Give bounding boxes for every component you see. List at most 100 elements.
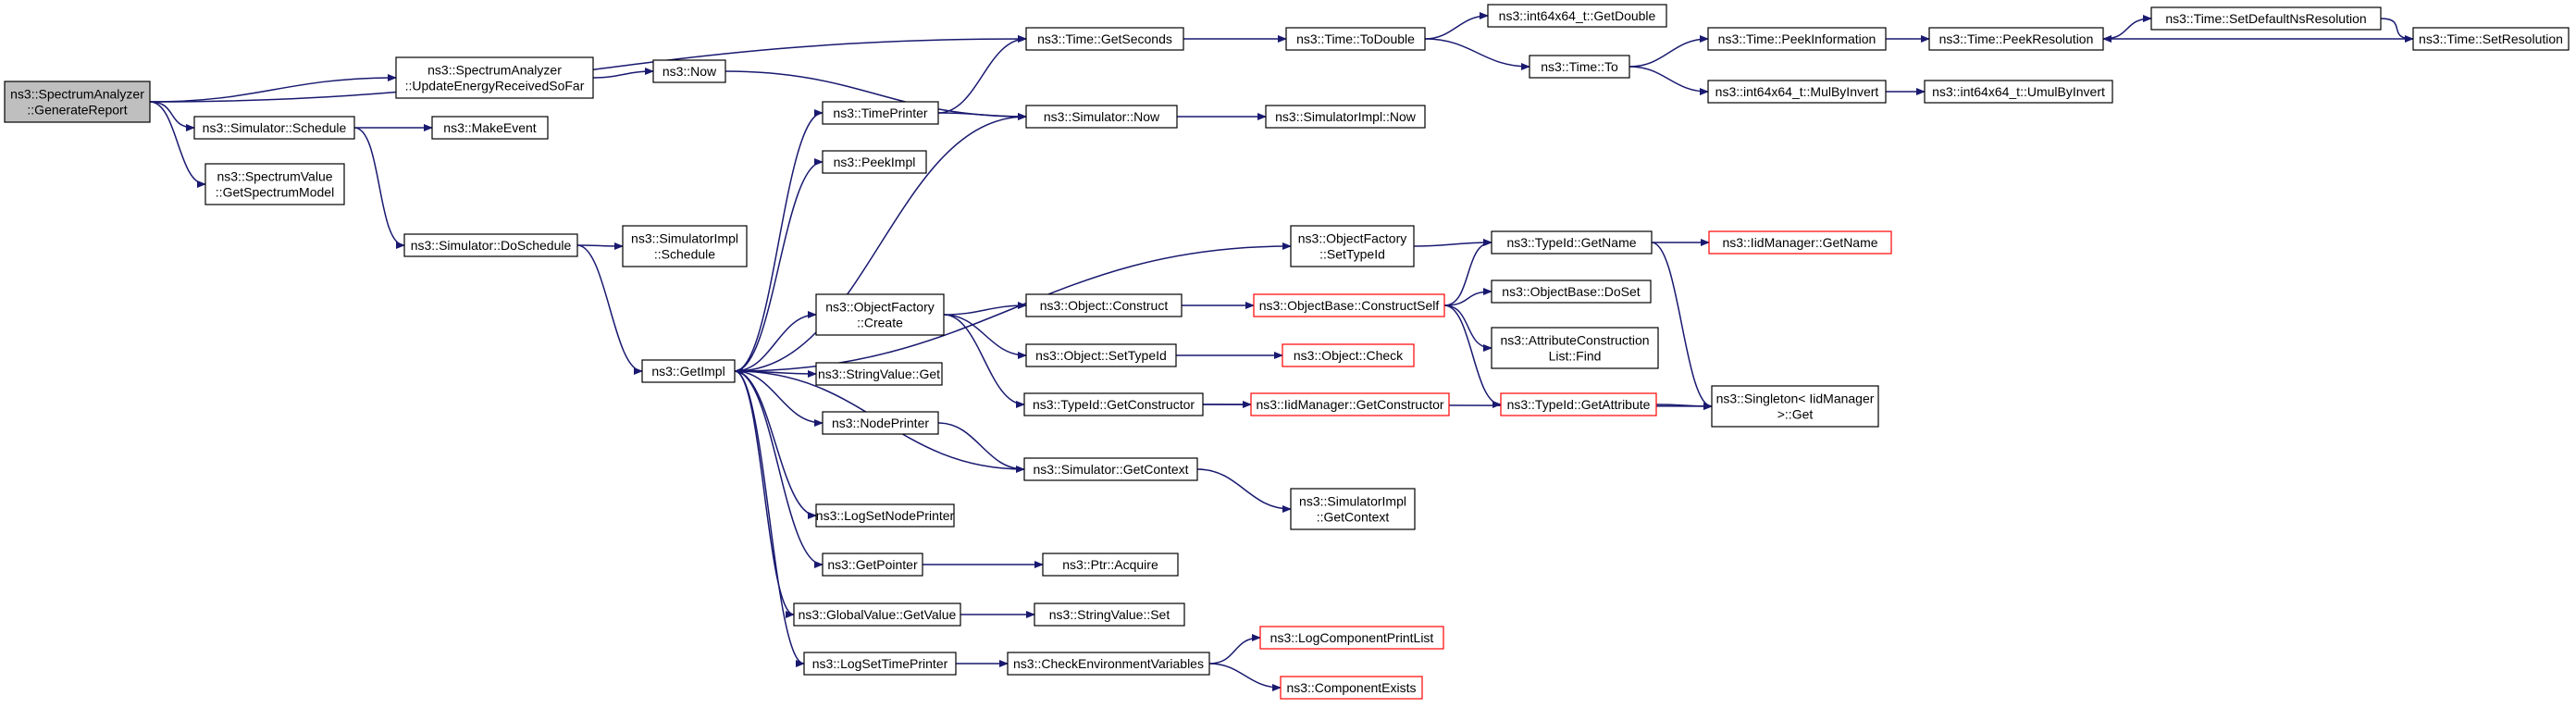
edge-to-to-mulByInvert (1629, 66, 1709, 95)
node-simImplNow[interactable]: ns3::SimulatorImpl::Now (1265, 105, 1426, 129)
node-setDefRes[interactable]: ns3::Time::SetDefaultNsResolution (2150, 6, 2382, 31)
node-peekRes[interactable]: ns3::Time::PeekResolution (1928, 27, 2104, 51)
node-root[interactable]: ns3::SpectrumAnalyzer::GenerateReport (4, 81, 151, 123)
node-objConstruct[interactable]: ns3::Object::Construct (1025, 293, 1183, 317)
node-label: ns3::GetPointer (827, 557, 918, 572)
node-ofCreate[interactable]: ns3::ObjectFactory::Create (815, 293, 945, 336)
node-label: ns3::Time::GetSeconds (1037, 31, 1172, 46)
node-now[interactable]: ns3::Now (652, 59, 726, 83)
edge-ofCreate-to-objSetTypeId (943, 314, 1027, 359)
edge-constructSelf-to-doSet (1443, 288, 1492, 306)
node-umulByInvert[interactable]: ns3::int64x64_t::UmulByInvert (1924, 80, 2113, 104)
node-label: ns3::IidManager::GetName (1722, 235, 1877, 250)
nodes-layer: ns3::SpectrumAnalyzer::GenerateReportns3… (4, 4, 2570, 700)
node-simNow[interactable]: ns3::Simulator::Now (1025, 105, 1178, 129)
node-box (1034, 602, 1185, 627)
edge-getContext-to-simImplGetContext (1196, 468, 1292, 513)
edge-getImpl-to-nodePrinter (734, 370, 824, 427)
node-label: ns3::Now (663, 64, 717, 79)
node-iidGetConstructor[interactable]: ns3::IidManager::GetConstructor (1250, 392, 1450, 416)
node-simImplSchedule[interactable]: ns3::SimulatorImpl::Schedule (622, 225, 748, 267)
edge-timePrinter-to-getSeconds (937, 35, 1027, 114)
node-label: ns3::Simulator::GetContext (1033, 462, 1188, 477)
node-stringGet[interactable]: ns3::StringValue::Get (815, 362, 943, 386)
node-box (2150, 6, 2382, 31)
node-label: ns3::StringValue::Set (1049, 607, 1170, 622)
node-box (4, 81, 151, 123)
node-box (815, 503, 955, 528)
node-checkEnv[interactable]: ns3::CheckEnvironmentVariables (1007, 652, 1210, 676)
edge-checkEnv-to-logCompPrint (1208, 634, 1261, 665)
node-updEnergy[interactable]: ns3::SpectrumAnalyzer::UpdateEnergyRecei… (395, 56, 594, 99)
node-simImplGetContext[interactable]: ns3::SimulatorImpl::GetContext (1290, 488, 1416, 530)
node-getImpl[interactable]: ns3::GetImpl (641, 359, 736, 383)
edge-simNow-to-getImpl (734, 116, 1027, 375)
node-timePrinter[interactable]: ns3::TimePrinter (822, 101, 939, 125)
node-objCheck[interactable]: ns3::Object::Check (1282, 343, 1415, 367)
edge-peekRes-to-setDefRes (2102, 15, 2152, 40)
node-logCompPrint[interactable]: ns3::LogComponentPrintList (1259, 626, 1444, 650)
node-box (1282, 343, 1415, 367)
node-label: ::GenerateReport (27, 103, 127, 118)
node-logSetTimePrinter[interactable]: ns3::LogSetTimePrinter (803, 652, 957, 676)
edge-checkEnv-to-compExists (1208, 663, 1282, 691)
node-box (193, 116, 355, 140)
node-iidGetName[interactable]: ns3::IidManager::GetName (1708, 230, 1892, 255)
node-schedule[interactable]: ns3::Simulator::Schedule (193, 116, 355, 140)
node-label: ns3::TimePrinter (833, 106, 928, 120)
node-getSeconds[interactable]: ns3::Time::GetSeconds (1025, 27, 1184, 51)
edge-toDouble-to-getDouble (1424, 12, 1489, 40)
node-makeEvent[interactable]: ns3::MakeEvent (431, 116, 549, 140)
node-globalGetValue[interactable]: ns3::GlobalValue::GetValue (793, 602, 961, 627)
node-peekImpl[interactable]: ns3::PeekImpl (822, 150, 927, 174)
node-label: ns3::ObjectBase::ConstructSelf (1259, 298, 1440, 313)
node-getDouble[interactable]: ns3::int64x64_t::GetDouble (1487, 4, 1667, 28)
node-box (622, 225, 748, 267)
edge-root-to-updEnergy (149, 74, 397, 103)
node-box (1491, 327, 1659, 369)
node-logSetNodePrinter[interactable]: ns3::LogSetNodePrinter (815, 503, 955, 528)
node-singletonGet[interactable]: ns3::Singleton< IidManager >::Get (1711, 385, 1879, 428)
node-label: ns3::GetImpl (651, 364, 724, 379)
node-ptrAcquire[interactable]: ns3::Ptr::Acquire (1042, 553, 1179, 577)
node-toDouble[interactable]: ns3::Time::ToDouble (1285, 27, 1426, 51)
node-doSet[interactable]: ns3::ObjectBase::DoSet (1491, 279, 1652, 304)
node-getConstructor[interactable]: ns3::TypeId::GetConstructor (1023, 392, 1204, 416)
edge-constructSelf-to-getAttribute (1443, 304, 1502, 408)
node-label: ns3::SpectrumValue (217, 169, 332, 184)
node-peekInfo[interactable]: ns3::Time::PeekInformation (1707, 27, 1887, 51)
node-getPointer[interactable]: ns3::GetPointer (822, 553, 923, 577)
node-typeIdGetName[interactable]: ns3::TypeId::GetName (1491, 230, 1653, 255)
node-label: ns3::Time::SetDefaultNsResolution (2165, 11, 2366, 26)
node-box (1007, 652, 1210, 676)
node-setRes[interactable]: ns3::Time::SetResolution (2412, 27, 2570, 51)
node-nodePrinter[interactable]: ns3::NodePrinter (822, 411, 939, 435)
node-compExists[interactable]: ns3::ComponentExists (1280, 676, 1423, 700)
node-box (1042, 553, 1179, 577)
node-getContext[interactable]: ns3::Simulator::GetContext (1023, 457, 1198, 481)
node-constructSelf[interactable]: ns3::ObjectBase::ConstructSelf (1253, 293, 1445, 317)
node-box (641, 359, 736, 383)
node-mulByInvert[interactable]: ns3::int64x64_t::MulByInvert (1707, 80, 1887, 104)
node-to[interactable]: ns3::Time::To (1529, 55, 1630, 79)
node-box (803, 652, 957, 676)
node-getAttribute[interactable]: ns3::TypeId::GetAttribute (1500, 392, 1657, 416)
node-doSchedule[interactable]: ns3::Simulator::DoSchedule (403, 233, 578, 257)
node-box (1290, 225, 1415, 267)
edge-doSchedule-to-getImpl (576, 244, 643, 375)
node-ofSetTypeId[interactable]: ns3::ObjectFactory::SetTypeId (1290, 225, 1415, 267)
node-specModel[interactable]: ns3::SpectrumValue::GetSpectrumModel (204, 163, 345, 205)
edge-ofSetTypeId-to-typeIdGetName (1413, 239, 1492, 247)
node-box (822, 411, 939, 435)
node-objSetTypeId[interactable]: ns3::Object::SetTypeId (1025, 343, 1177, 367)
edge-getImpl-to-logSetTimePrinter (734, 370, 805, 667)
node-label: ::GetContext (1317, 510, 1390, 525)
node-label: ns3::ObjectBase::DoSet (1502, 284, 1641, 299)
node-box (2412, 27, 2570, 51)
node-label: List::Find (1549, 349, 1602, 364)
node-box (793, 602, 961, 627)
node-box (822, 150, 927, 174)
node-box (1025, 105, 1178, 129)
node-stringSet[interactable]: ns3::StringValue::Set (1034, 602, 1185, 627)
